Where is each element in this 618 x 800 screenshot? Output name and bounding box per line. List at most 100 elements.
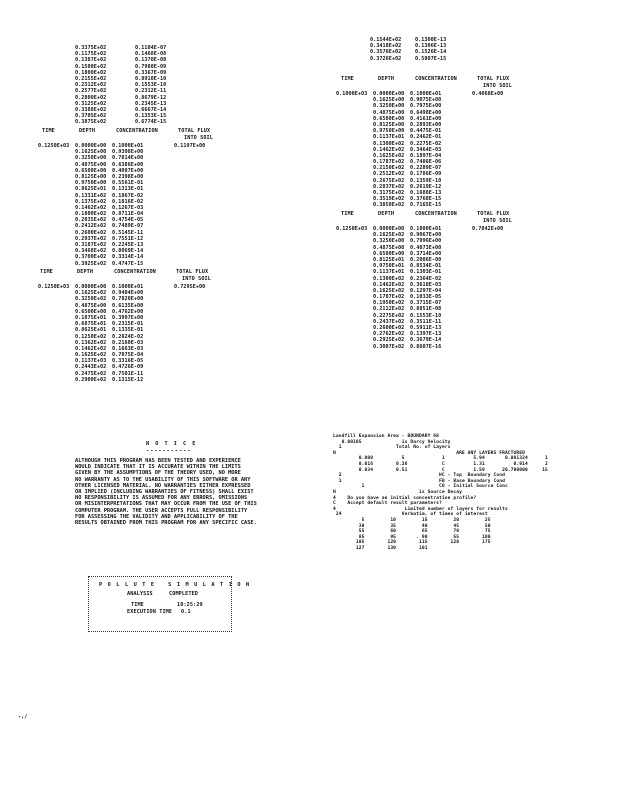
time-value: 10:25:29: [177, 602, 203, 608]
concentration-cell: 0.3367E-09: [135, 69, 167, 76]
column-header-flux2: INTO SOIL: [483, 83, 513, 89]
depth-cell: 0.1625E+02: [75, 290, 107, 297]
concentration-cell: 0.3679E-14: [410, 337, 442, 344]
input-echo-line: 127 130 101: [333, 546, 428, 551]
concentration-cell: 0.1468E-08: [135, 51, 167, 58]
concentration-cell: 0.2893E+00: [410, 121, 442, 128]
notice-underline: -----------: [146, 448, 192, 454]
notice-line: NO RESPONSIBILITY IS ASSUMED FOR ANY ERR…: [75, 495, 248, 502]
concentration-cell: 0.3464E-03: [410, 146, 442, 153]
input-echo-line: N ARE ANY LAYERS FRACTURED: [333, 450, 525, 456]
input-echo-line: 4 Do you have an initial concentration p…: [333, 495, 477, 501]
concentration-cell: 0.7551E-12: [112, 235, 144, 242]
depth-cell: 0.2925E+02: [373, 337, 405, 344]
depth-cell: 0.1875E+01: [75, 314, 107, 321]
input-echo-line: 1 Total No. of Layers: [333, 445, 451, 451]
concentration-cell: 0.4007E+00: [112, 167, 144, 174]
concentration-cell: 0.8069E-14: [112, 248, 144, 255]
depth-cell: 0.0000E+00: [75, 143, 107, 149]
concentration-cell: 0.6667E-14: [135, 106, 167, 113]
concentration-cell: 0.7996E+00: [410, 238, 442, 245]
input-echo-line: 85 95 . 90 55 100: [333, 534, 491, 540]
depth-cell: 0.1175E+02: [75, 51, 107, 58]
depth-cell: 0.1462E+02: [75, 345, 107, 352]
depth-cell: 0.2443E+02: [75, 364, 107, 371]
input-echo-line: 30 35 40 45 50: [333, 523, 491, 529]
depth-cell: 0.3700E+02: [75, 254, 107, 261]
depth-cell: 0.1300E+02: [373, 275, 405, 282]
depth-cell: 0.3087E+02: [373, 343, 405, 350]
concentration-cell: 0.5561E-01: [112, 180, 144, 187]
depth-cell: 0.3519E+02: [373, 196, 405, 203]
concentration-cell: 0.1315E-12: [112, 376, 144, 383]
depth-cell: 0.3125E+02: [75, 100, 107, 107]
depth-cell: 0.9750E+00: [373, 128, 405, 135]
concentration-cell: 0.1370E-08: [135, 57, 167, 64]
concentration-cell: 0.7820E+00: [112, 296, 144, 303]
column-header-flux2: INTO SOIL: [483, 218, 513, 224]
notice-line: COMPUTER PROGRAM. THE USER ACCEPTS FULL …: [75, 507, 248, 514]
depth-cell: 0.2900E+02: [75, 376, 107, 383]
concentration-cell: 0.1000E+01: [410, 226, 442, 232]
flux-cell: 0.7295E+00: [174, 284, 206, 290]
concentration-cell: 0.3618E-03: [410, 281, 442, 288]
concentration-cell: 0.9075E+00: [410, 97, 442, 104]
column-header-conc: CONCENTRATION: [415, 76, 457, 82]
depth-cell: 0.2475E+02: [75, 370, 107, 377]
depth-cell: 0.3925E+02: [75, 260, 107, 267]
depth-cell: 0.1362E+02: [75, 339, 107, 346]
input-echo-line: Landfill Expansion Area - BOUNDARY 68: [333, 434, 440, 439]
depth-cell: 0.6500E+00: [75, 308, 107, 315]
time-cell: 0.1250E+03: [38, 143, 70, 149]
flux-cell: 0.4068E+00: [472, 91, 504, 97]
depth-cell: 0.3375E+02: [75, 45, 107, 51]
concentration-cell: 0.2289E-07: [410, 165, 442, 172]
concentration-cell: 0.1688E-13: [410, 190, 442, 196]
concentration-cell: 0.9404E+00: [112, 290, 144, 297]
table-row: 0.2900E+02 0.1315E-12: [38, 377, 238, 383]
concentration-cell: 0.7814E+00: [112, 155, 144, 162]
input-echo-line: 2 HC - Top Boundary Cond: [333, 473, 505, 479]
concentration-cell: 0.3715E-07: [410, 300, 442, 307]
column-header-time: TIME: [341, 211, 354, 217]
concentration-cell: 0.8851E-08: [410, 306, 442, 313]
column-header-time: TIME: [40, 269, 53, 275]
concentration-cell: 0.1526E-14: [415, 49, 447, 56]
concentration-cell: 0.1000E+01: [112, 284, 144, 290]
input-echo-line: 1 FB - Base Boundary Cond: [333, 478, 505, 484]
concentration-cell: 0.8711E-04: [112, 211, 144, 218]
depth-cell: 0.1137E+01: [373, 269, 405, 276]
depth-cell: 0.3726E+02: [370, 55, 402, 62]
concentration-cell: 0.2345E-13: [135, 100, 167, 107]
depth-cell: 0.1137E+01: [373, 134, 405, 141]
input-echo-line: C Accept default result parameters?: [333, 501, 442, 507]
depth-cell: 0.4875E+00: [75, 302, 107, 309]
input-echo-line: 0.00105 is Darcy Velocity: [333, 439, 451, 445]
concentration-cell: 0.1353E-15: [135, 113, 167, 120]
sim-title: P O L L U T E S I M U L A T I O N: [99, 582, 251, 588]
depth-cell: 0.6875E+01: [75, 321, 107, 328]
concentration-cell: 0.2315E-01: [112, 321, 144, 328]
